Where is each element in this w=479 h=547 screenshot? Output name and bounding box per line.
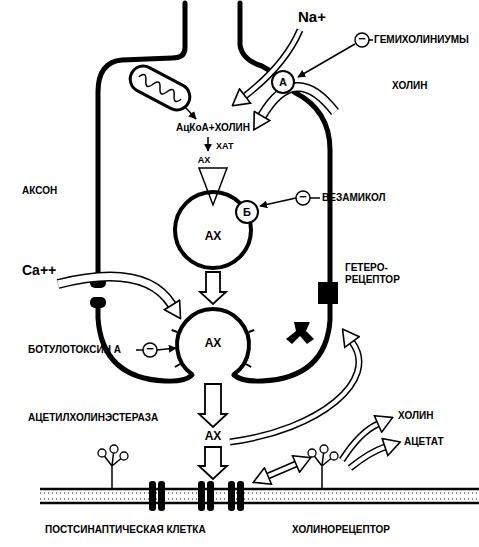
enzyme-label: ХАТ bbox=[216, 141, 234, 151]
esterase-symbol bbox=[320, 445, 328, 453]
flow-arrow bbox=[230, 342, 359, 442]
axon-membrane bbox=[98, 3, 185, 278]
drug-label: ВЕЗАМИКОЛ bbox=[322, 192, 386, 204]
structure-label: ГЕТЕРО- РЕЦЕПТОР bbox=[345, 262, 415, 285]
fusing-vesicle bbox=[177, 309, 249, 374]
heteroreceptor-symbol bbox=[286, 322, 314, 344]
esterase-symbol bbox=[308, 449, 316, 457]
flow-arrow bbox=[268, 464, 296, 476]
calcium-channel bbox=[90, 297, 106, 308]
inhibition-line bbox=[310, 197, 320, 199]
inhibitor-circle bbox=[143, 343, 157, 357]
esterase-symbol bbox=[330, 452, 338, 460]
flow-arrow bbox=[262, 87, 335, 116]
vesicle-spike bbox=[246, 364, 251, 367]
esterase-symbol bbox=[110, 445, 118, 453]
receptor-symbol bbox=[198, 481, 205, 511]
flow-arrow bbox=[245, 30, 300, 96]
enzyme-label: АЦЕТИЛХОЛИНЭСТЕРАЗА bbox=[28, 412, 158, 424]
receptor-symbol bbox=[149, 481, 156, 511]
release-arrow bbox=[200, 272, 226, 304]
receptor-symbol bbox=[237, 481, 244, 511]
inhibitor-sign: − bbox=[146, 342, 154, 357]
esterase-symbol bbox=[98, 449, 106, 457]
substance-label: ХОЛИН bbox=[392, 80, 427, 92]
transporter-circle: Б bbox=[235, 200, 259, 224]
node-text: АХ bbox=[205, 337, 222, 349]
substance-label: ХОЛИН bbox=[398, 410, 433, 422]
inhibition-line bbox=[260, 198, 296, 206]
substance-label: АЦЕТАТ bbox=[404, 436, 444, 448]
inhibition-line bbox=[369, 39, 373, 41]
inhibitor-circle bbox=[296, 191, 310, 205]
mitochondrion bbox=[126, 61, 195, 114]
vesicle-spike bbox=[175, 364, 180, 367]
drug-label: ГЕМИХОЛИНИУМЫ bbox=[374, 34, 469, 46]
small-arrow bbox=[207, 137, 209, 151]
flow-arrow bbox=[350, 447, 385, 468]
substance-label: АХ bbox=[198, 155, 211, 165]
esterase-symbol bbox=[98, 445, 128, 489]
node-text: АХ bbox=[205, 230, 222, 242]
flow-arrow bbox=[230, 342, 359, 442]
structure-label: АКСОН bbox=[22, 185, 57, 197]
flow-arrow bbox=[268, 464, 296, 476]
transporter-circle bbox=[236, 201, 258, 223]
inhibition-line bbox=[298, 44, 355, 77]
postsynaptic-membrane bbox=[40, 488, 479, 491]
inhibitor-sign: − bbox=[299, 190, 307, 205]
node-text: А bbox=[279, 77, 287, 88]
receptor-symbol bbox=[158, 481, 165, 511]
postsynaptic-membrane bbox=[40, 489, 479, 503]
flow-arrow bbox=[245, 30, 300, 96]
inhibition-line bbox=[157, 348, 176, 350]
transporter-circle: А bbox=[271, 70, 295, 94]
inhibitor-sign: − bbox=[358, 32, 366, 47]
vesicle-spike bbox=[172, 330, 178, 332]
mitochondrion bbox=[126, 61, 195, 114]
substance-label: АХ bbox=[205, 430, 222, 444]
flow-arrow bbox=[350, 447, 385, 468]
esterase-symbol bbox=[120, 452, 128, 460]
postsynaptic-membrane bbox=[40, 499, 479, 500]
vesicle-spike bbox=[249, 330, 255, 332]
mitochondrion-crista bbox=[137, 73, 184, 103]
structure-label: ПОСТСИНАПТИЧЕСКАЯ КЛЕТКА bbox=[45, 524, 206, 536]
structure-label: ХОЛИНОРЕЦЕПТОР bbox=[292, 524, 390, 536]
postsynaptic-membrane bbox=[40, 502, 479, 505]
inhibitor-circle bbox=[355, 33, 369, 47]
esterase-symbol bbox=[308, 445, 338, 489]
small-arrow bbox=[186, 108, 196, 119]
node-text: Б bbox=[243, 207, 251, 218]
transporter-circle bbox=[272, 71, 294, 93]
receptor-symbol bbox=[228, 481, 235, 511]
release-arrow bbox=[199, 447, 227, 479]
axon-membrane bbox=[240, 3, 272, 72]
ion-label: Ca++ bbox=[22, 262, 56, 278]
postsynaptic-membrane bbox=[40, 493, 479, 494]
release-arrow bbox=[199, 384, 227, 427]
flow-arrow bbox=[58, 277, 172, 305]
substance-label: АцКоА+ХОЛИН bbox=[176, 122, 250, 134]
ion-label: Na+ bbox=[298, 8, 326, 25]
flow-arrow bbox=[262, 87, 335, 116]
fusing-vesicle: АХ bbox=[173, 305, 253, 385]
transport-arrow bbox=[199, 168, 227, 205]
heteroreceptor-symbol bbox=[318, 282, 338, 304]
drug-label: БОТУЛОТОКСИН А bbox=[28, 344, 121, 356]
flow-arrow bbox=[58, 277, 172, 305]
receptor-symbol bbox=[207, 481, 214, 511]
inhibition-line bbox=[136, 349, 143, 351]
